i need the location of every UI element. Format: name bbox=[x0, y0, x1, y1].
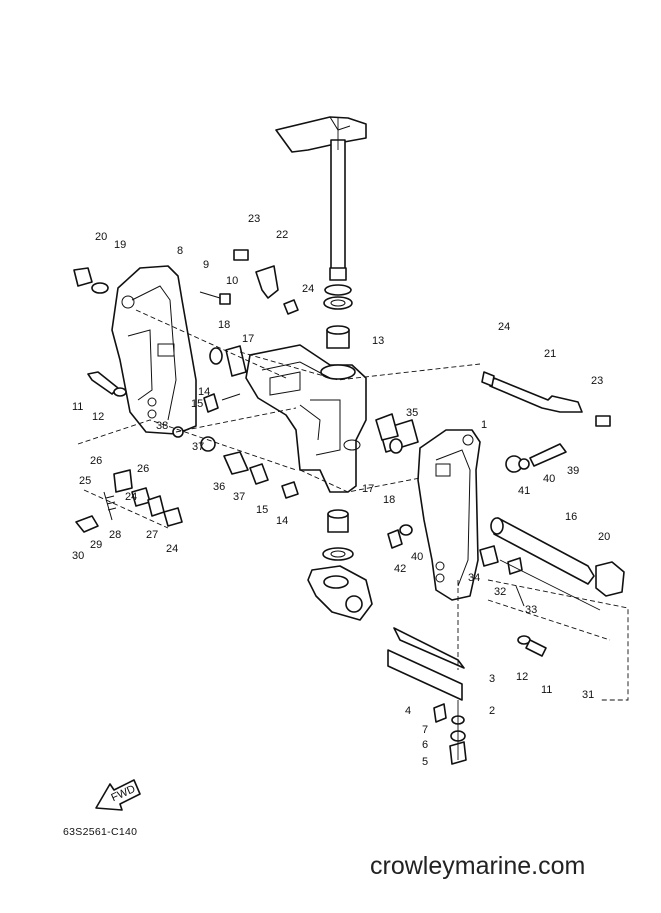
callout: 23 bbox=[248, 213, 260, 225]
callout: 2 bbox=[489, 705, 495, 717]
callout: 22 bbox=[276, 229, 288, 241]
callout: 3 bbox=[489, 673, 495, 685]
callout: 24 bbox=[166, 543, 178, 555]
assembly-lines bbox=[77, 118, 629, 760]
hardware bbox=[73, 249, 611, 765]
callout: 26 bbox=[137, 463, 149, 475]
callout: 15 bbox=[256, 504, 268, 516]
callout: 38 bbox=[156, 420, 168, 432]
callout: 28 bbox=[109, 529, 121, 541]
callout: 18 bbox=[383, 494, 395, 506]
callout: 29 bbox=[90, 539, 102, 551]
callout: 12 bbox=[516, 671, 528, 683]
tilt-lever bbox=[481, 371, 583, 413]
callout: 40 bbox=[411, 551, 423, 563]
left-clamp-bracket bbox=[111, 265, 197, 435]
drawing-code: 63S2561-C140 bbox=[63, 826, 138, 838]
callout: 31 bbox=[582, 689, 594, 701]
callout: 19 bbox=[114, 239, 126, 251]
callout: 12 bbox=[92, 411, 104, 423]
callout: 10 bbox=[226, 275, 238, 287]
callout: 37 bbox=[233, 491, 245, 503]
callout: 5 bbox=[422, 756, 428, 768]
callout: 24 bbox=[498, 321, 510, 333]
callout: 8 bbox=[177, 245, 183, 257]
callout: 6 bbox=[422, 739, 428, 751]
callout: 20 bbox=[95, 231, 107, 243]
callout: 36 bbox=[213, 481, 225, 493]
callout: 14 bbox=[198, 386, 210, 398]
callout: 4 bbox=[405, 705, 411, 717]
callout: 11 bbox=[72, 401, 83, 413]
callouts: 20 19 8 23 22 9 10 24 18 17 13 24 21 23 … bbox=[72, 213, 610, 768]
callout: 33 bbox=[525, 604, 537, 616]
callout: 17 bbox=[362, 483, 374, 495]
callout: 15 bbox=[191, 398, 203, 410]
steering-shaft bbox=[275, 116, 367, 281]
callout: 41 bbox=[518, 485, 530, 497]
callout: 11 bbox=[541, 684, 552, 696]
callout: 24 bbox=[125, 491, 137, 503]
right-clamp-bracket bbox=[417, 429, 481, 601]
callout: 27 bbox=[146, 529, 158, 541]
callout: 30 bbox=[72, 550, 84, 562]
fwd-arrow-icon bbox=[95, 779, 141, 811]
callout: 35 bbox=[406, 407, 418, 419]
callout: 17 bbox=[242, 333, 254, 345]
callout: 7 bbox=[422, 724, 428, 736]
callout: 23 bbox=[591, 375, 603, 387]
lower-mount bbox=[307, 509, 373, 621]
callout: 24 bbox=[302, 283, 314, 295]
callout: 16 bbox=[565, 511, 577, 523]
callout: 21 bbox=[544, 348, 556, 360]
shaft-bushings bbox=[323, 284, 353, 349]
callout: 14 bbox=[276, 515, 288, 527]
callout: 1 bbox=[481, 419, 487, 431]
callout: 37 bbox=[192, 441, 204, 453]
callout: 26 bbox=[90, 455, 102, 467]
callout: 9 bbox=[203, 259, 209, 271]
callout: 34 bbox=[468, 572, 480, 584]
callout: 18 bbox=[218, 319, 230, 331]
tilt-tube bbox=[490, 517, 625, 597]
callout: 40 bbox=[543, 473, 555, 485]
callout: 42 bbox=[394, 563, 406, 575]
callout: 39 bbox=[567, 465, 579, 477]
callout: 20 bbox=[598, 531, 610, 543]
watermark: crowleymarine.com bbox=[370, 852, 586, 880]
callout: 32 bbox=[494, 586, 506, 598]
callout: 25 bbox=[79, 475, 91, 487]
callout: 13 bbox=[372, 335, 384, 347]
